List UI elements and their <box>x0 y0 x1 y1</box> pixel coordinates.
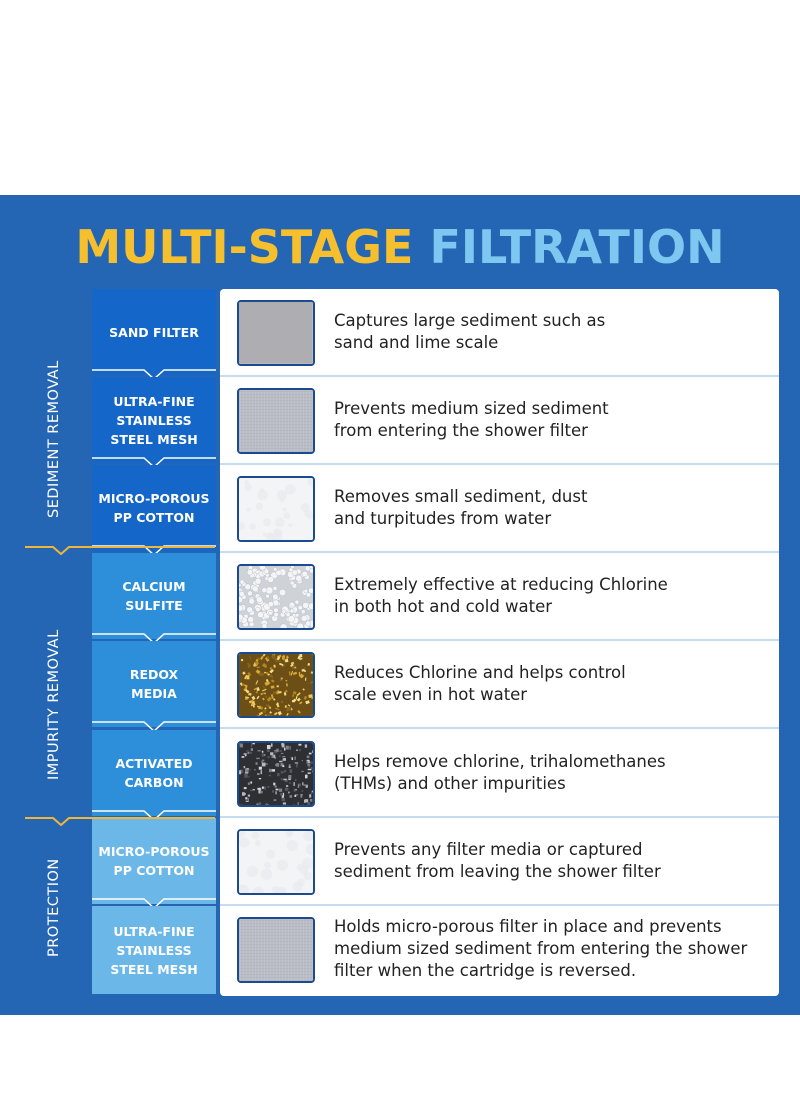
stage-description: Extremely effective at reducing Chlorine… <box>334 574 774 618</box>
stage-name-lines: MICRO-POROUS PP COTTON <box>98 489 209 527</box>
group-label-protection: PROTECTION <box>46 858 62 957</box>
infographic-title: MULTI-STAGE FILTRATION <box>0 222 800 272</box>
stage-name-line: STEEL MESH <box>110 961 198 977</box>
stage-description-line: Holds micro-porous filter in place and p… <box>334 917 722 936</box>
group-separator <box>25 546 215 555</box>
stage-description-line: (THMs) and other impurities <box>334 774 566 793</box>
stage-name: ACTIVATED CARBON <box>92 730 216 816</box>
stage-name: CALCIUM SULFITE <box>92 553 216 639</box>
stage-description-line: medium sized sediment from entering the … <box>334 939 748 958</box>
stage-name-line: MEDIA <box>131 686 177 701</box>
cotton-swatch <box>237 829 315 895</box>
stage-name-line: ULTRA-FINE <box>113 923 195 939</box>
group-separator <box>25 817 215 826</box>
stage-row <box>220 818 779 906</box>
stage-description: Prevents any filter media or captured sed… <box>334 839 774 883</box>
stage-name-line: CALCIUM <box>122 579 186 594</box>
stage-name-lines: SAND FILTER <box>109 323 199 342</box>
stage-row <box>220 641 779 729</box>
title-part-1: MULTI-STAGE <box>75 220 414 274</box>
stage-description-line: Captures large sediment such as <box>334 311 606 330</box>
beads-swatch <box>237 564 315 630</box>
stage-name-line: PP COTTON <box>113 510 195 525</box>
stage-name-line: MICRO-POROUS <box>98 491 210 506</box>
stage-name-lines: REDOX MEDIA <box>130 665 178 703</box>
stage-name: REDOX MEDIA <box>92 641 216 727</box>
stage-name-line: PP COTTON <box>113 863 195 878</box>
stage-description-line: and turpitudes from water <box>334 509 552 528</box>
stage-description-line: sediment from leaving the shower filter <box>334 862 661 881</box>
stage-name-line: ULTRA-FINE <box>113 393 195 409</box>
stage-name-line: STAINLESS <box>116 412 192 428</box>
stage-description: Removes small sediment, dust and turpitud… <box>334 486 774 530</box>
steel-mesh-swatch <box>237 917 315 983</box>
stage-name: ULTRA-FINE STAINLESS STEEL MESH <box>92 377 216 463</box>
title-part-2: FILTRATION <box>429 220 725 274</box>
stage-row <box>220 730 779 818</box>
stage-name-line: SULFITE <box>125 598 183 613</box>
steel-mesh-swatch <box>237 388 315 454</box>
stage-name: SAND FILTER <box>92 289 216 375</box>
carbon-granules-swatch <box>237 741 315 807</box>
fine-mesh-swatch <box>237 300 315 366</box>
stage-name-lines: CALCIUM SULFITE <box>122 577 185 615</box>
stage-description-line: Prevents any filter media or captured <box>334 840 643 859</box>
stage-name-line: STAINLESS <box>116 942 192 958</box>
stage-description: Holds micro-porous filter in place and p… <box>334 916 774 982</box>
stage-name-lines: ULTRA-FINE STAINLESS STEEL MESH <box>110 392 197 449</box>
stage-description-line: Extremely effective at reducing Chlorine <box>334 575 668 594</box>
stage-description-line: Removes small sediment, dust <box>334 487 588 506</box>
stage-name-lines: MICRO-POROUS PP COTTON <box>98 842 209 880</box>
stage-description: Reduces Chlorine and helps control scale … <box>334 662 774 706</box>
stage-row <box>220 289 779 377</box>
stage-name-line: ACTIVATED <box>115 756 193 771</box>
stage-description-line: filter when the cartridge is reversed. <box>334 961 637 980</box>
stage-row <box>220 553 779 641</box>
stage-description: Captures large sediment such as sand and … <box>334 310 774 354</box>
stage-name-line: CARBON <box>124 775 184 790</box>
group-label-sediment: SEDIMENT REMOVAL <box>46 360 62 518</box>
stage-name-lines: ULTRA-FINE STAINLESS STEEL MESH <box>110 922 197 979</box>
stage-description-line: in both hot and cold water <box>334 597 553 616</box>
stage-name-lines: ACTIVATED CARBON <box>116 754 193 792</box>
stage-description-line: from entering the shower filter <box>334 421 588 440</box>
group-label-impurity: IMPURITY REMOVAL <box>46 629 62 780</box>
stage-description-line: sand and lime scale <box>334 333 499 352</box>
stage-name: ULTRA-FINE STAINLESS STEEL MESH <box>92 906 216 994</box>
stage-description: Helps remove chlorine, trihalomethanes (T… <box>334 751 774 795</box>
stage-name: MICRO-POROUS PP COTTON <box>92 818 216 904</box>
cotton-swatch <box>237 476 315 542</box>
stage-name-line: SAND FILTER <box>109 324 199 340</box>
stage-description-line: Reduces Chlorine and helps control <box>334 663 626 682</box>
stage-row <box>220 465 779 553</box>
stage-description: Prevents medium sized sediment from enter… <box>334 398 774 442</box>
stage-description-line: Prevents medium sized sediment <box>334 399 609 418</box>
stage-row <box>220 377 779 465</box>
stage-description-line: scale even in hot water <box>334 685 528 704</box>
stage-name-line: REDOX <box>129 667 179 682</box>
stage-name: MICRO-POROUS PP COTTON <box>92 465 216 551</box>
stage-name-line: STEEL MESH <box>110 431 198 447</box>
stage-name-line: MICRO-POROUS <box>98 844 210 859</box>
gold-granules-swatch <box>237 652 315 718</box>
stage-description-line: Helps remove chlorine, trihalomethanes <box>334 752 666 771</box>
